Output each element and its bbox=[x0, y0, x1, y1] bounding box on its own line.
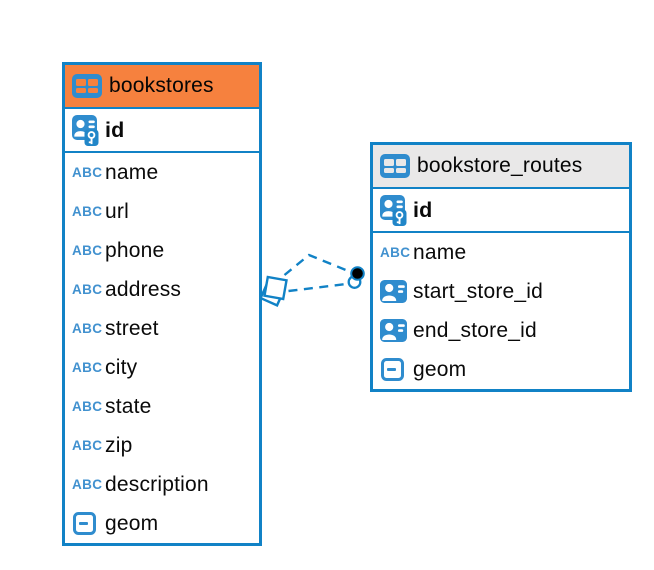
table-title: bookstore_routes bbox=[417, 154, 583, 177]
column-name: state bbox=[105, 394, 152, 418]
column-row-name[interactable]: ABC name bbox=[373, 233, 629, 272]
relationship-line-upper[interactable] bbox=[283, 253, 353, 276]
text-type-icon: ABC bbox=[72, 476, 103, 492]
table-bookstore-routes[interactable]: bookstore_routes id ABC bbox=[370, 142, 632, 392]
column-row-description[interactable]: ABC description bbox=[65, 465, 259, 504]
primary-key-icon bbox=[72, 114, 105, 146]
column-row-url[interactable]: ABC url bbox=[65, 192, 259, 231]
text-type-icon: ABC bbox=[380, 244, 411, 260]
column-name: url bbox=[105, 199, 129, 223]
column-row-street[interactable]: ABC street bbox=[65, 309, 259, 348]
column-row-city[interactable]: ABC city bbox=[65, 348, 259, 387]
text-type-icon: ABC bbox=[72, 281, 103, 297]
relationship-line-lower[interactable] bbox=[288, 282, 351, 293]
column-name: geom bbox=[413, 357, 467, 381]
primary-key-icon bbox=[380, 194, 413, 226]
text-type-icon: ABC bbox=[72, 437, 103, 453]
column-name: geom bbox=[105, 511, 159, 535]
table-header-bookstore-routes[interactable]: bookstore_routes bbox=[373, 145, 629, 189]
column-name: end_store_id bbox=[413, 318, 537, 342]
column-row-start-store-id[interactable]: start_store_id bbox=[373, 272, 629, 311]
table-icon bbox=[72, 74, 102, 98]
column-name: street bbox=[105, 316, 159, 340]
column-name: id bbox=[105, 117, 125, 142]
column-row-phone[interactable]: ABC phone bbox=[65, 231, 259, 270]
column-name: phone bbox=[105, 238, 165, 262]
table-header-bookstores[interactable]: bookstores bbox=[65, 65, 259, 109]
text-type-icon: ABC bbox=[72, 398, 103, 414]
table-icon bbox=[380, 154, 410, 178]
column-row-state[interactable]: ABC state bbox=[65, 387, 259, 426]
column-row-zip[interactable]: ABC zip bbox=[65, 426, 259, 465]
table-title: bookstores bbox=[109, 74, 214, 97]
relationship-target-marker bbox=[347, 266, 365, 289]
column-row-name[interactable]: ABC name bbox=[65, 153, 259, 192]
column-list: ABC name start_store_id bbox=[373, 233, 629, 389]
column-row-end-store-id[interactable]: end_store_id bbox=[373, 311, 629, 350]
text-type-icon: ABC bbox=[72, 320, 103, 336]
column-list: ABC name ABC url ABC phone ABC address A… bbox=[65, 153, 259, 543]
text-type-icon: ABC bbox=[72, 359, 103, 375]
column-name: start_store_id bbox=[413, 279, 544, 303]
column-row-geom[interactable]: geom bbox=[65, 504, 259, 543]
column-row-id[interactable]: id bbox=[65, 109, 259, 153]
text-type-icon: ABC bbox=[72, 242, 103, 258]
column-row-geom[interactable]: geom bbox=[373, 350, 629, 389]
table-bookstores[interactable]: bookstores id ABC bbox=[62, 62, 262, 546]
column-name: city bbox=[105, 355, 138, 379]
reference-type-icon bbox=[380, 319, 413, 342]
text-type-icon: ABC bbox=[72, 203, 103, 219]
text-type-icon: ABC bbox=[72, 164, 103, 180]
column-name: zip bbox=[105, 433, 133, 457]
column-name: name bbox=[413, 240, 467, 264]
relationship-source-marker bbox=[259, 275, 288, 307]
geometry-type-icon bbox=[73, 512, 96, 535]
column-row-id[interactable]: id bbox=[373, 189, 629, 233]
column-name: description bbox=[105, 472, 209, 496]
geometry-type-icon bbox=[381, 358, 404, 381]
column-name: address bbox=[105, 277, 182, 301]
column-row-address[interactable]: ABC address bbox=[65, 270, 259, 309]
column-name: id bbox=[413, 197, 433, 222]
column-name: name bbox=[105, 160, 159, 184]
reference-type-icon bbox=[380, 280, 413, 303]
